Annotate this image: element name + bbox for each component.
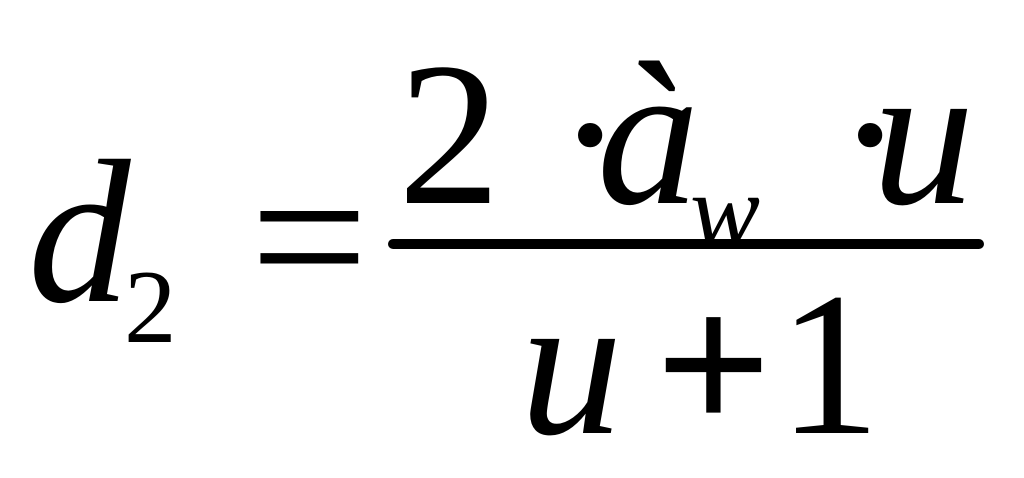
- denominator-plus-sign: +: [655, 251, 772, 478]
- numerator-variable: à: [597, 21, 700, 248]
- lhs-subscript: 2: [124, 248, 177, 365]
- numerator-dot-2: ·: [836, 21, 905, 248]
- denominator-variable: u: [520, 251, 623, 478]
- equals-sign: =: [250, 121, 369, 353]
- lhs-variable: d: [28, 119, 131, 346]
- numerator-variable-2: u: [872, 21, 975, 248]
- denominator-constant: 1: [778, 251, 881, 478]
- numerator-coefficient: 2: [398, 21, 501, 248]
- fraction-bar: [388, 239, 984, 249]
- numerator-dot-1: ·: [556, 21, 625, 248]
